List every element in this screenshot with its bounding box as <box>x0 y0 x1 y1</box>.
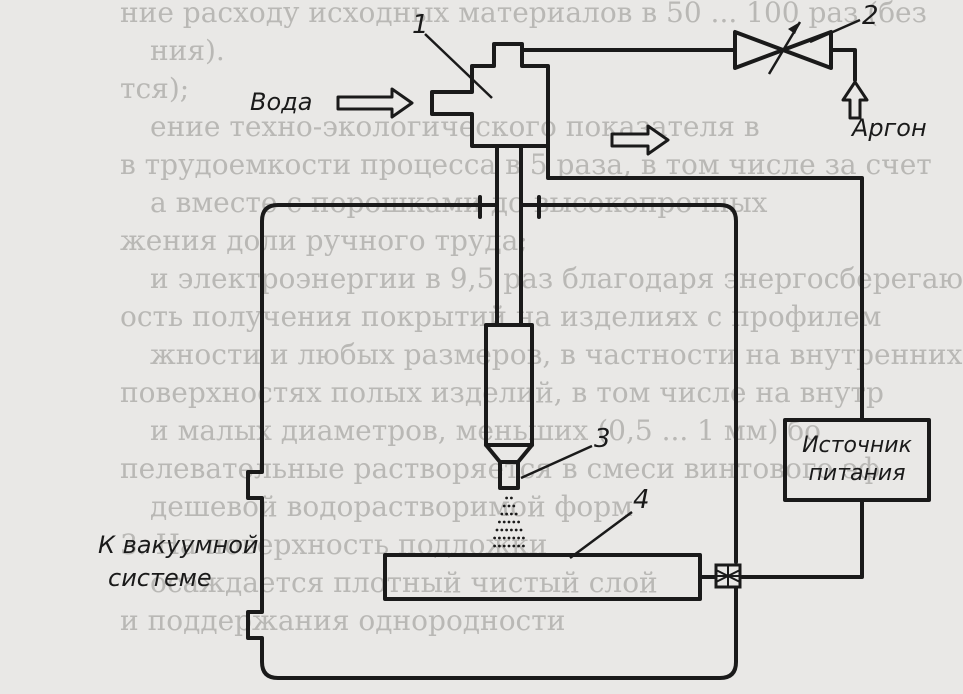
spray-dot <box>505 528 508 532</box>
spray-dot <box>507 536 511 540</box>
leader-2 <box>809 18 861 44</box>
background-text-line: жности и любых размеров, в частности на … <box>150 338 963 371</box>
background-text-line: ния). <box>150 34 225 67</box>
spray-dot <box>512 544 516 548</box>
background-text-line: поверхностях полых изделий, в том числе … <box>120 376 884 409</box>
leader-3 <box>520 444 593 480</box>
spray-dot <box>502 520 506 524</box>
background-text-line: ние расходу исходных материалов в 50 ...… <box>120 0 927 29</box>
spray-dot <box>495 528 499 532</box>
spray-particles <box>493 496 525 548</box>
spray-dot <box>500 528 504 532</box>
spray-dot <box>507 504 511 508</box>
callout-2: 2 <box>862 1 879 31</box>
torch-stem <box>495 144 523 327</box>
spray-dot <box>510 528 513 532</box>
gas-valve <box>733 21 833 75</box>
vacuum-chamber <box>246 203 738 680</box>
leader-1 <box>424 33 493 99</box>
power-label-line2: питания <box>809 461 906 486</box>
spray-dot <box>505 496 508 500</box>
argon-label: Аргон <box>850 114 927 142</box>
spray-dot <box>498 544 501 548</box>
spray-dot <box>517 536 520 540</box>
spray-dot <box>505 512 508 516</box>
spray-dot <box>500 512 504 516</box>
spray-dot <box>498 520 501 524</box>
plasma-torch <box>430 42 737 490</box>
callout-4: 4 <box>633 485 650 515</box>
spray-dot <box>514 528 518 532</box>
vacuum-label-line1: К вакуумной <box>98 531 259 559</box>
torch-head <box>430 42 550 148</box>
leader-4 <box>569 510 633 560</box>
spray-dot <box>522 544 525 548</box>
callout-1: 1 <box>412 10 429 40</box>
background-text-line: а вместе с порошками до высокопрочных <box>150 186 768 219</box>
spray-dot <box>517 544 520 548</box>
argon-line <box>829 48 857 82</box>
background-text-line: в трудоемкости процесса в 5 раза, в том … <box>120 148 932 181</box>
background-text-line: дешевой водорастворимой форм <box>150 490 633 523</box>
background-text-line: и поддержания однородности <box>120 604 565 637</box>
spray-dot <box>510 512 513 516</box>
feedthrough <box>714 563 742 589</box>
power-label-line1: Источник <box>802 433 913 458</box>
water-outlet-arrow <box>610 124 670 156</box>
spray-dot <box>512 504 516 508</box>
spray-dot <box>514 512 518 516</box>
spray-dot <box>512 520 516 524</box>
nozzle <box>498 460 520 490</box>
spray-dot <box>507 544 511 548</box>
spray-dot <box>519 528 523 532</box>
spray-dot <box>493 536 496 540</box>
spray-dot <box>517 520 520 524</box>
callout-3: 3 <box>594 424 611 454</box>
spray-dot <box>507 520 511 524</box>
background-text-line: тся); <box>120 72 189 105</box>
torch-cone <box>484 443 534 464</box>
spray-dot <box>502 536 506 540</box>
background-text-line: ость получения покрытий на изделиях с пр… <box>120 300 881 333</box>
power-wire-top <box>546 98 864 422</box>
power-supply-box <box>783 418 931 502</box>
background-text-line: жения доли ручного труда; <box>120 224 528 257</box>
spray-dot <box>512 536 516 540</box>
spray-dot <box>522 536 525 540</box>
power-wire-bottom <box>698 498 864 579</box>
spray-dot <box>510 496 513 500</box>
spray-dot <box>498 536 501 540</box>
spray-dot <box>502 504 506 508</box>
water-label: Вода <box>250 88 312 116</box>
argon-arrow <box>841 80 869 120</box>
spray-dot <box>502 544 506 548</box>
background-text-line: осаждается плотный чистый слой <box>150 566 658 599</box>
vacuum-label-line2: системе <box>108 564 212 592</box>
water-inlet-arrow <box>336 87 414 119</box>
background-text-line: и электроэнергии в 9,5 раз благодаря эне… <box>150 262 963 295</box>
spray-dot <box>493 544 496 548</box>
